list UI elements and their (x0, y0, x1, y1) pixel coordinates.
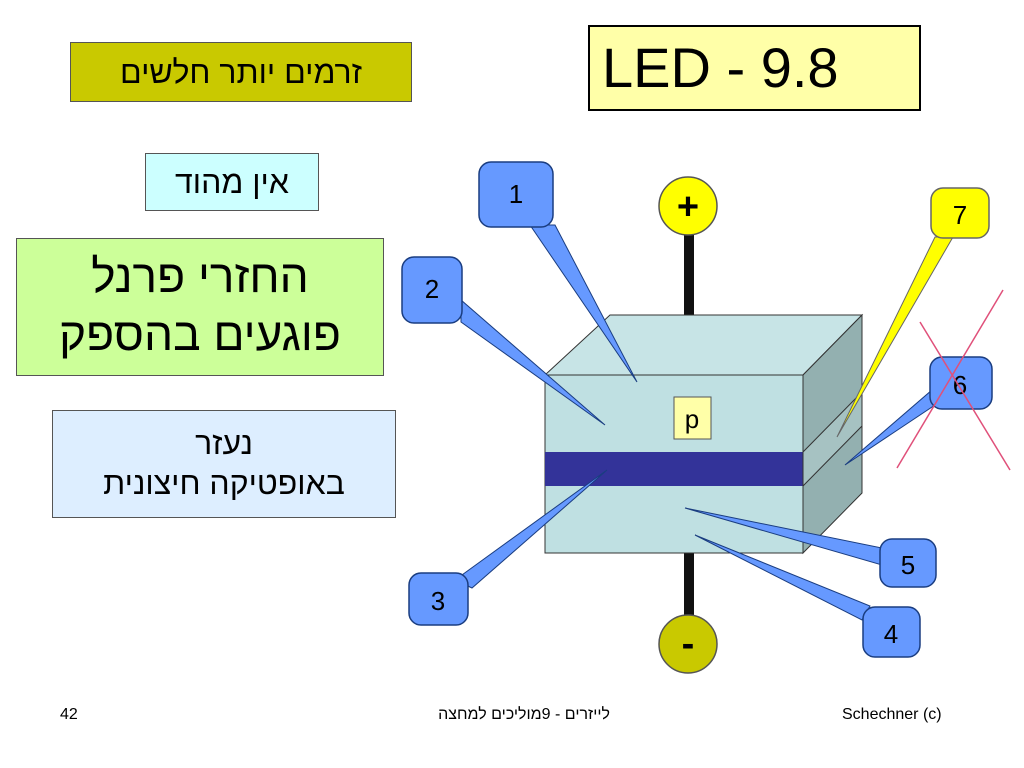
slide-title: LED - 9.8 (588, 25, 921, 111)
footer-course-title: לייזרים - 9מוליכים למחצה (438, 706, 610, 723)
callout-2 (401, 256, 463, 324)
note-weaker-currents: זרמים יותר חלשים (70, 42, 412, 102)
callout-5-label: 5 (901, 550, 915, 580)
plus-symbol: + (677, 186, 699, 228)
footer-page-number: 42 (60, 706, 78, 723)
plus-terminal (658, 176, 718, 236)
cross-out-line-2 (896, 289, 1004, 469)
note-external-optics: נעזר באופטיקה חיצונית (52, 410, 396, 518)
callout-6 (929, 356, 993, 410)
callout-7-label: 7 (953, 200, 967, 230)
footer-copyright: Schechner (c) (842, 706, 942, 723)
cross-out-line-1 (919, 321, 1011, 471)
note-fresnel-reflections: החזרי פרנל פוגעים בהספק (16, 238, 384, 376)
callout-5 (879, 538, 937, 588)
p-label-box (673, 396, 712, 440)
p-label: p (685, 404, 699, 434)
callout-3 (408, 572, 469, 626)
callout-4-label: 4 (884, 619, 898, 649)
minus-symbol: - (682, 623, 695, 665)
callout-3-label: 3 (431, 586, 445, 616)
minus-terminal (658, 614, 718, 674)
note-optics-line1: נעזר (195, 425, 253, 461)
callout-7 (930, 187, 990, 239)
note-fresnel-line1: החזרי פרנל (91, 250, 309, 302)
negative-lead (684, 553, 694, 623)
note-no-cavity: אין מהוד (145, 153, 319, 211)
active-layer (545, 452, 803, 486)
note-optics-line2: באופטיקה חיצונית (103, 465, 345, 501)
note-fresnel-line2: פוגעים בהספק (59, 308, 341, 360)
callout-4 (862, 606, 921, 658)
callout-1-label: 1 (509, 179, 523, 209)
callout-1 (478, 161, 554, 228)
callout-2-label: 2 (425, 274, 439, 304)
positive-lead (684, 225, 694, 367)
